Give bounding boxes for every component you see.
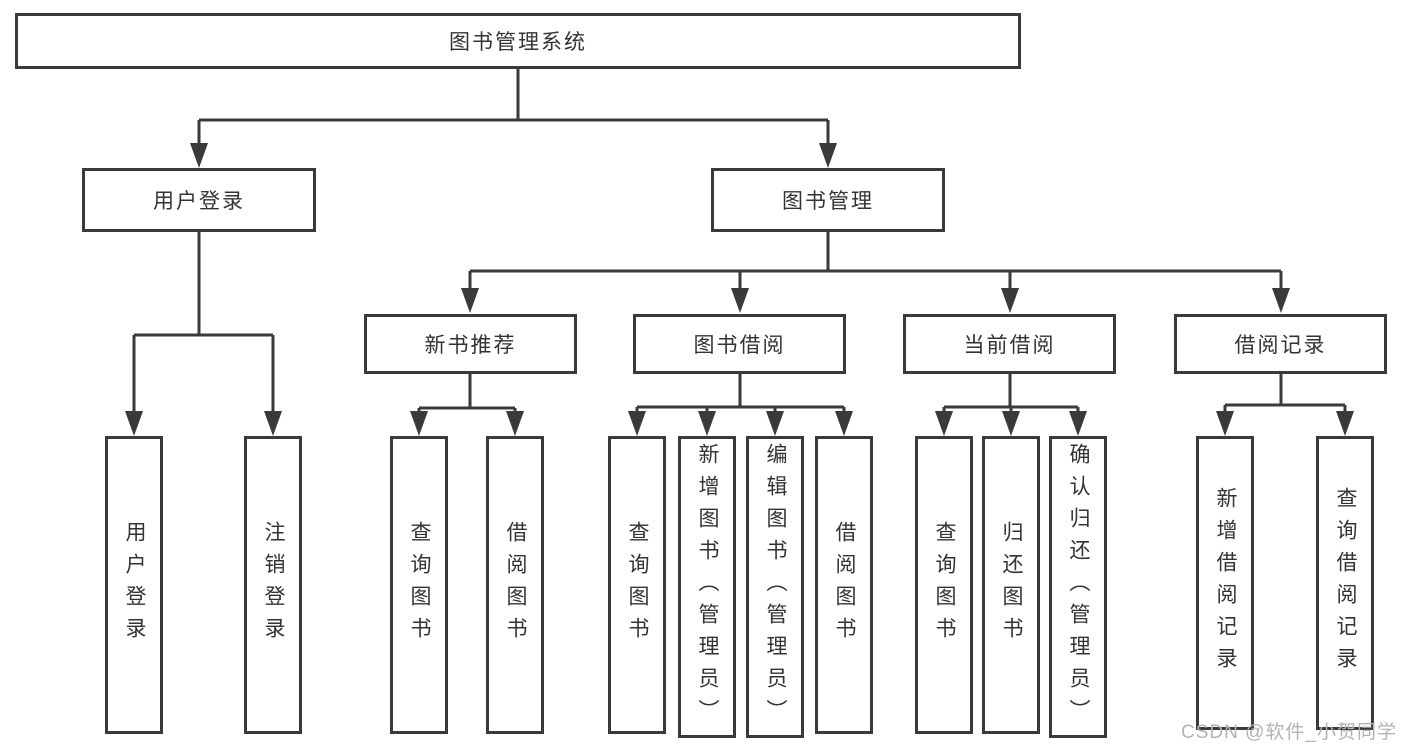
connector-root-to-level2 xyxy=(197,68,830,148)
node-leaf-query-books-3: 查询图书 xyxy=(915,436,973,734)
connector-current-borrow-to-leaves xyxy=(942,374,1080,416)
node-leaf-query-record-label: 查询借阅记录 xyxy=(1334,487,1357,679)
arrowhead-icon xyxy=(1001,288,1019,313)
arrowhead-icon xyxy=(628,411,646,436)
node-book-mgmt-label: 图书管理 xyxy=(782,190,874,213)
node-leaf-add-record-label: 新增借阅记录 xyxy=(1214,487,1237,679)
node-borrow-records: 借阅记录 xyxy=(1174,314,1387,374)
arrowhead-icon xyxy=(1069,411,1087,436)
arrowhead-icon xyxy=(731,288,749,313)
node-book-mgmt: 图书管理 xyxy=(711,168,945,232)
node-user-login-label: 用户登录 xyxy=(153,190,245,213)
connector-book-borrow-to-leaves xyxy=(635,374,846,416)
arrowhead-icon xyxy=(819,143,837,168)
arrowhead-icon xyxy=(835,411,853,436)
node-leaf-query-record: 查询借阅记录 xyxy=(1316,436,1374,730)
node-current-borrow: 当前借阅 xyxy=(903,314,1116,374)
node-leaf-logout-label: 注销登录 xyxy=(262,521,285,649)
node-leaf-confirm-return: 确认归还（管理员） xyxy=(1049,436,1107,738)
node-current-borrow-label: 当前借阅 xyxy=(963,334,1056,357)
arrowhead-icon xyxy=(1216,411,1234,436)
arrowhead-icon xyxy=(766,411,784,436)
node-leaf-borrow-books-1-label: 借阅图书 xyxy=(504,521,527,649)
node-new-book-rec-label: 新书推荐 xyxy=(424,334,517,357)
connector-book-mgmt-to-level3 xyxy=(468,232,1283,293)
node-leaf-borrow-books-2-label: 借阅图书 xyxy=(833,521,856,649)
node-leaf-add-book-label: 新增图书（管理员） xyxy=(696,443,719,731)
arrowhead-icon xyxy=(506,411,524,436)
arrowhead-icon xyxy=(935,411,953,436)
watermark: CSDN @软件_小贺同学 xyxy=(1181,722,1397,743)
arrowhead-icon xyxy=(190,143,208,168)
connector-user-login-to-leaves xyxy=(132,232,275,416)
arrowhead-icon xyxy=(1336,411,1354,436)
arrowhead-icon xyxy=(698,411,716,436)
node-leaf-add-book: 新增图书（管理员） xyxy=(678,436,736,738)
node-leaf-edit-book: 编辑图书（管理员） xyxy=(746,436,804,738)
node-leaf-logout: 注销登录 xyxy=(244,436,302,734)
node-leaf-query-books-1: 查询图书 xyxy=(390,436,448,734)
arrowhead-icon xyxy=(125,411,143,436)
node-leaf-query-books-2-label: 查询图书 xyxy=(626,521,649,649)
node-root-label: 图书管理系统 xyxy=(449,31,587,54)
node-leaf-borrow-books-2: 借阅图书 xyxy=(815,436,873,734)
arrowheads xyxy=(125,143,1354,436)
node-leaf-add-record: 新增借阅记录 xyxy=(1196,436,1254,730)
arrowhead-icon xyxy=(1272,288,1290,313)
node-leaf-query-books-3-label: 查询图书 xyxy=(933,521,956,649)
node-user-login: 用户登录 xyxy=(82,168,316,232)
node-leaf-return-book-label: 归还图书 xyxy=(1000,521,1023,649)
node-leaf-query-books-1-label: 查询图书 xyxy=(408,521,431,649)
arrowhead-icon xyxy=(410,411,428,436)
node-leaf-confirm-return-label: 确认归还（管理员） xyxy=(1067,443,1090,731)
node-leaf-return-book: 归还图书 xyxy=(982,436,1040,734)
node-leaf-borrow-books-1: 借阅图书 xyxy=(486,436,544,734)
node-leaf-edit-book-label: 编辑图书（管理员） xyxy=(764,443,787,731)
node-new-book-rec: 新书推荐 xyxy=(364,314,577,374)
connector-borrow-records-to-leaves xyxy=(1223,374,1347,416)
node-book-borrow: 图书借阅 xyxy=(633,314,846,374)
arrowhead-icon xyxy=(1002,411,1020,436)
node-root: 图书管理系统 xyxy=(15,13,1021,69)
node-book-borrow-label: 图书借阅 xyxy=(693,334,786,357)
arrowhead-icon xyxy=(461,288,479,313)
node-leaf-user-login: 用户登录 xyxy=(105,436,163,734)
node-borrow-records-label: 借阅记录 xyxy=(1234,334,1327,357)
connector-new-book-rec-to-leaves xyxy=(417,374,517,416)
arrowhead-icon xyxy=(264,411,282,436)
node-leaf-user-login-label: 用户登录 xyxy=(123,521,146,649)
node-leaf-query-books-2: 查询图书 xyxy=(608,436,666,734)
